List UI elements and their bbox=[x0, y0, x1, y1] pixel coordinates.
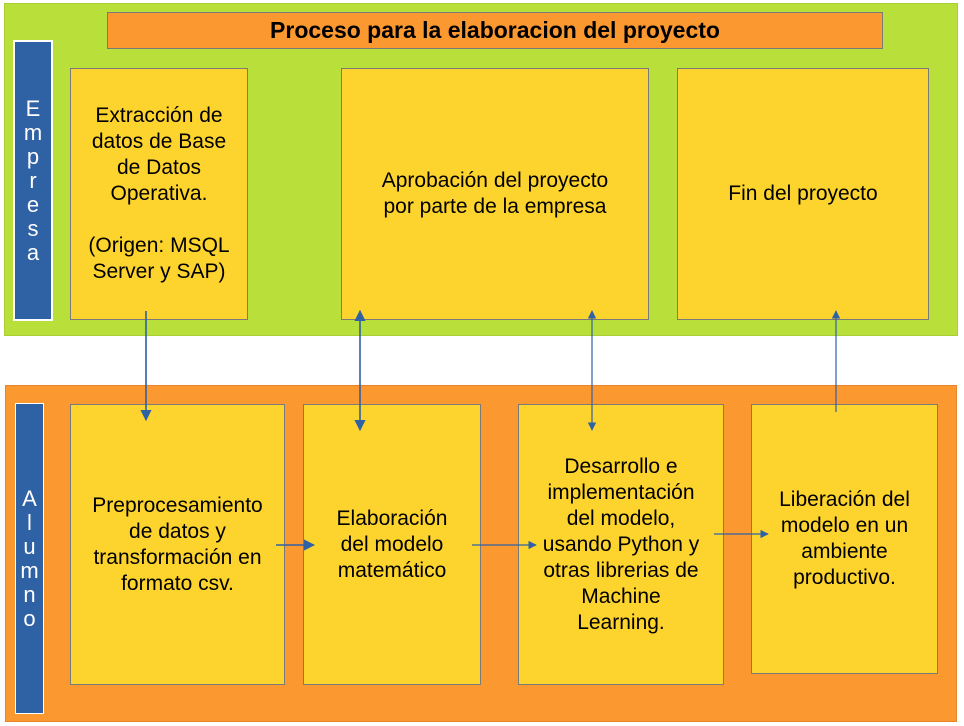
lane-label-empresa-letter: r bbox=[29, 167, 37, 193]
lane-label-empresa-letter: s bbox=[27, 215, 39, 241]
lane-label-empresa-letter: a bbox=[26, 239, 40, 265]
lane-label-alumno-letter: m bbox=[20, 557, 39, 583]
lane-label-alumno-letter: n bbox=[23, 581, 36, 607]
diagram-title: Proceso para la elaboracion del proyecto bbox=[107, 12, 883, 49]
box-extraccion: Extracción de datos de Base de Datos Ope… bbox=[70, 68, 248, 320]
box-preprocesamiento: Preprocesamiento de datos y transformaci… bbox=[70, 404, 285, 685]
box-aprobacion: Aprobación del proyecto por parte de la … bbox=[341, 68, 649, 320]
lane-label-empresa-letter: e bbox=[26, 191, 40, 217]
box-fin: Fin del proyecto bbox=[677, 68, 929, 320]
lane-label-empresa-letter: E bbox=[25, 95, 41, 121]
lane-label-alumno-letter: o bbox=[23, 605, 36, 631]
lane-label-alumno-letter: u bbox=[23, 533, 36, 559]
box-liberacion: Liberación del modelo en un ambiente pro… bbox=[751, 404, 938, 674]
box-elaboracion: Elaboración del modelo matemático bbox=[303, 404, 481, 685]
box-desarrollo: Desarrollo e implementación del modelo, … bbox=[518, 404, 724, 685]
lane-label-alumno-letter: A bbox=[22, 485, 37, 511]
lane-label-empresa-letter: p bbox=[26, 143, 40, 169]
lane-label-empresa-letter: m bbox=[23, 119, 43, 145]
lane-label-alumno-letter: l bbox=[27, 509, 32, 535]
